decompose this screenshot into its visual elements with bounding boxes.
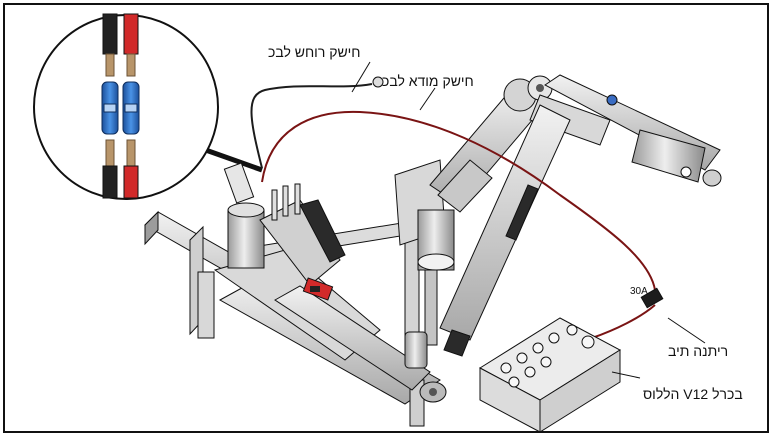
battery-terminals [500,324,595,388]
brass-strand [105,139,115,167]
black-wire-ring-terminal [372,76,384,88]
label-red-wire: חישק רוחש לבכ [268,44,361,60]
label-fuse: ריתנה תיב [668,343,729,359]
dark-red-wire-to-battery [591,304,656,339]
leader-lines [351,61,706,379]
fuse-holder [640,287,664,309]
linear-actuator-lower [213,202,447,403]
brass-strand [126,53,136,77]
label-dark-red-wire: חישק מודא לבכ [382,73,474,89]
brass-strand [105,53,115,77]
brass-strand [126,139,136,167]
red-wire-connector [302,277,334,301]
diagram-frame [3,3,769,433]
dark-red-wire [261,110,656,291]
zoom-detail-circle [33,13,263,200]
black-wire-top [102,13,118,55]
black-wire [250,83,373,169]
red-wire-top [123,13,139,55]
diagonal-arm [404,104,571,369]
red-wire-bottom [123,165,139,199]
label-fuse-rating: 30A [630,286,648,297]
black-wire-bottom [102,165,118,199]
gearbox [223,162,346,286]
wires [250,76,656,339]
upper-arm-assembly [394,75,553,271]
linear-actuator-upper [529,74,722,187]
label-battery: בכרל V12 הללוס [643,386,743,402]
battery [479,317,621,433]
